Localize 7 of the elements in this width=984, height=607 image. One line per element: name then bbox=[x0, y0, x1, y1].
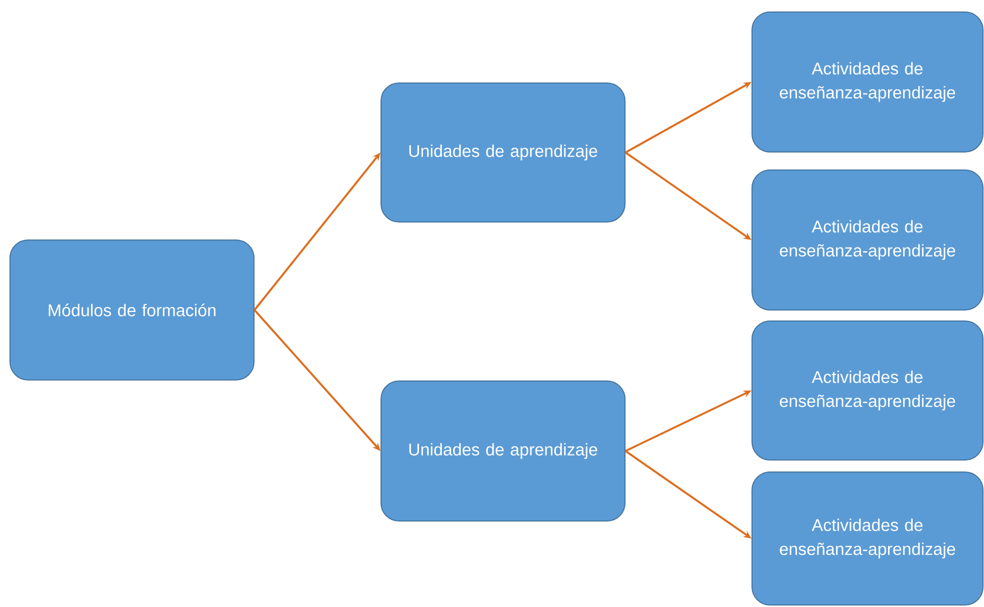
process-box: Actividades de enseñanza-aprendizaje bbox=[752, 320, 984, 460]
process-box: Unidades de aprendizaje bbox=[380, 82, 626, 222]
process-box: Módulos de formación bbox=[10, 240, 254, 380]
process-box: Actividades de enseñanza-aprendizaje bbox=[752, 170, 984, 310]
process-box: Actividades de enseñanza-aprendizaje bbox=[752, 472, 984, 606]
process-box: Actividades de enseñanza-aprendizaje bbox=[752, 12, 984, 152]
process-box: Unidades de aprendizaje bbox=[380, 380, 626, 522]
